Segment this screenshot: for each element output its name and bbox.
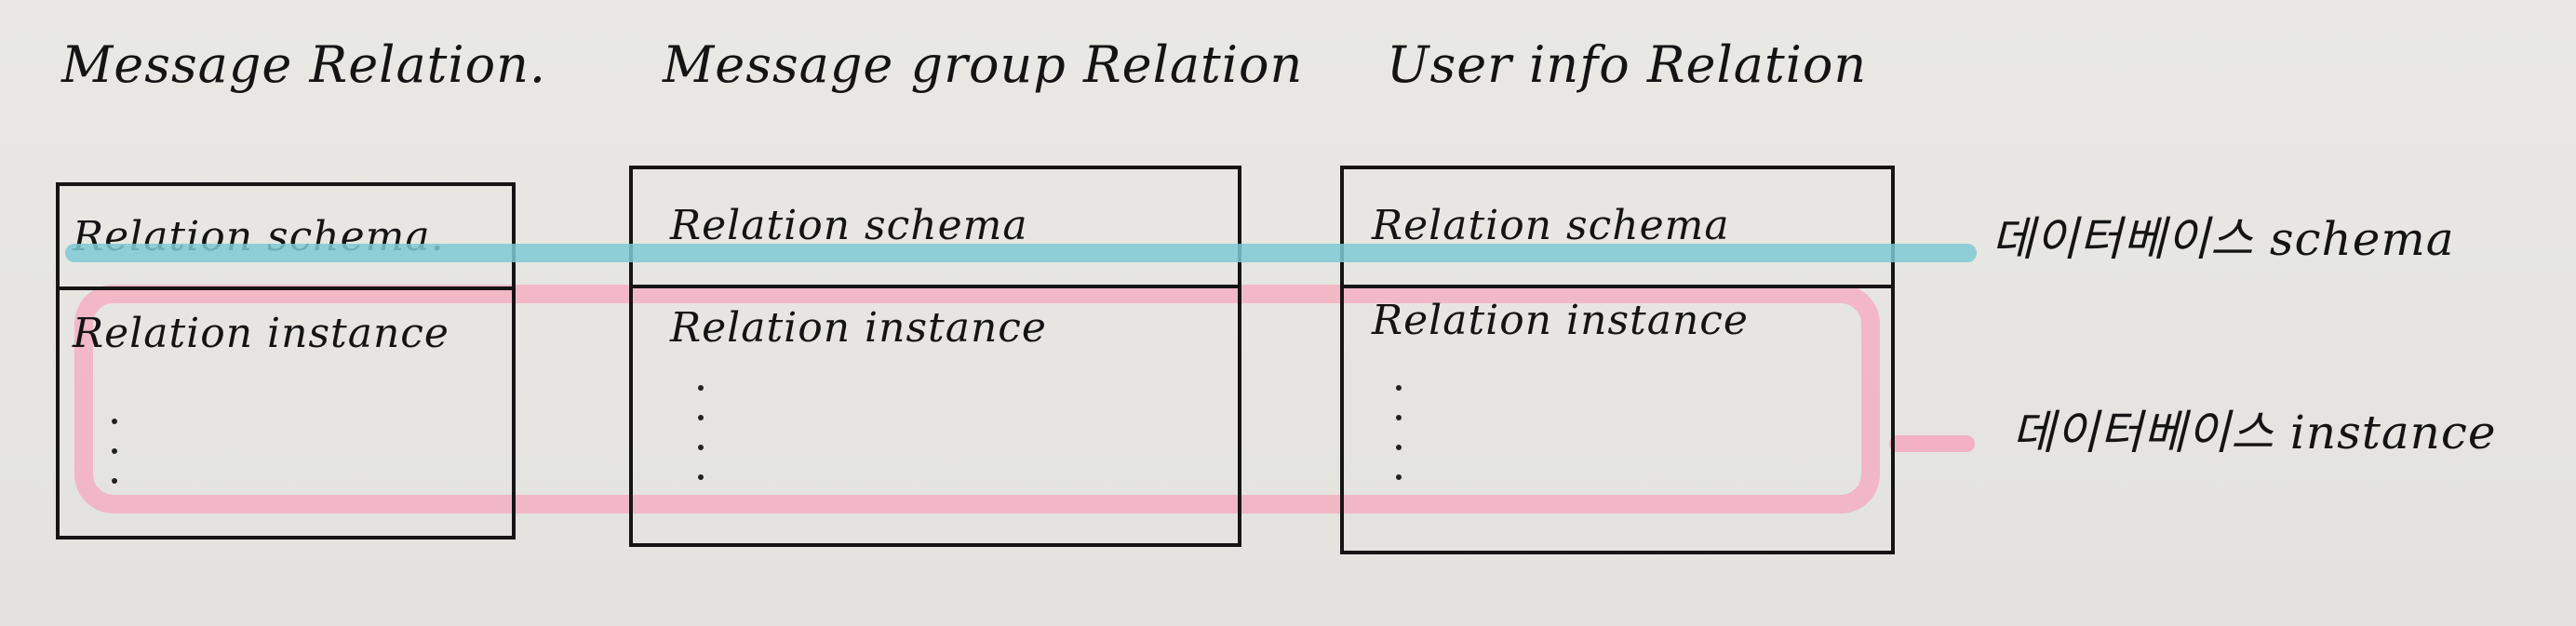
relation-box-user-info: Relation schema Relation instance — [1340, 166, 1895, 554]
relation-box-message-group: Relation schema Relation instance — [629, 166, 1241, 547]
continuation-dots — [698, 385, 707, 504]
instance-label: Relation instance — [670, 304, 1047, 352]
relation-title-message: Message Relation. — [61, 35, 547, 94]
schema-label: Relation schema — [1372, 202, 1730, 249]
relation-title-user-info: User info Relation — [1387, 35, 1868, 94]
database-schema-label: 데이터베이스 schema — [1992, 212, 2455, 266]
relation-box-message: Relation schema. Relation instance — [56, 182, 516, 539]
schema-instance-divider — [633, 285, 1238, 288]
schema-label: Relation schema. — [73, 213, 445, 260]
continuation-dots — [112, 419, 121, 508]
instance-label: Relation instance — [1372, 297, 1749, 344]
schema-instance-divider — [60, 286, 512, 290]
schema-label: Relation schema — [670, 202, 1028, 249]
instance-label: Relation instance — [73, 310, 449, 357]
schema-instance-divider — [1344, 285, 1891, 288]
database-instance-label: 데이터베이스 instance — [2012, 406, 2497, 460]
continuation-dots — [1396, 385, 1405, 504]
relation-title-message-group: Message group Relation — [663, 35, 1304, 94]
